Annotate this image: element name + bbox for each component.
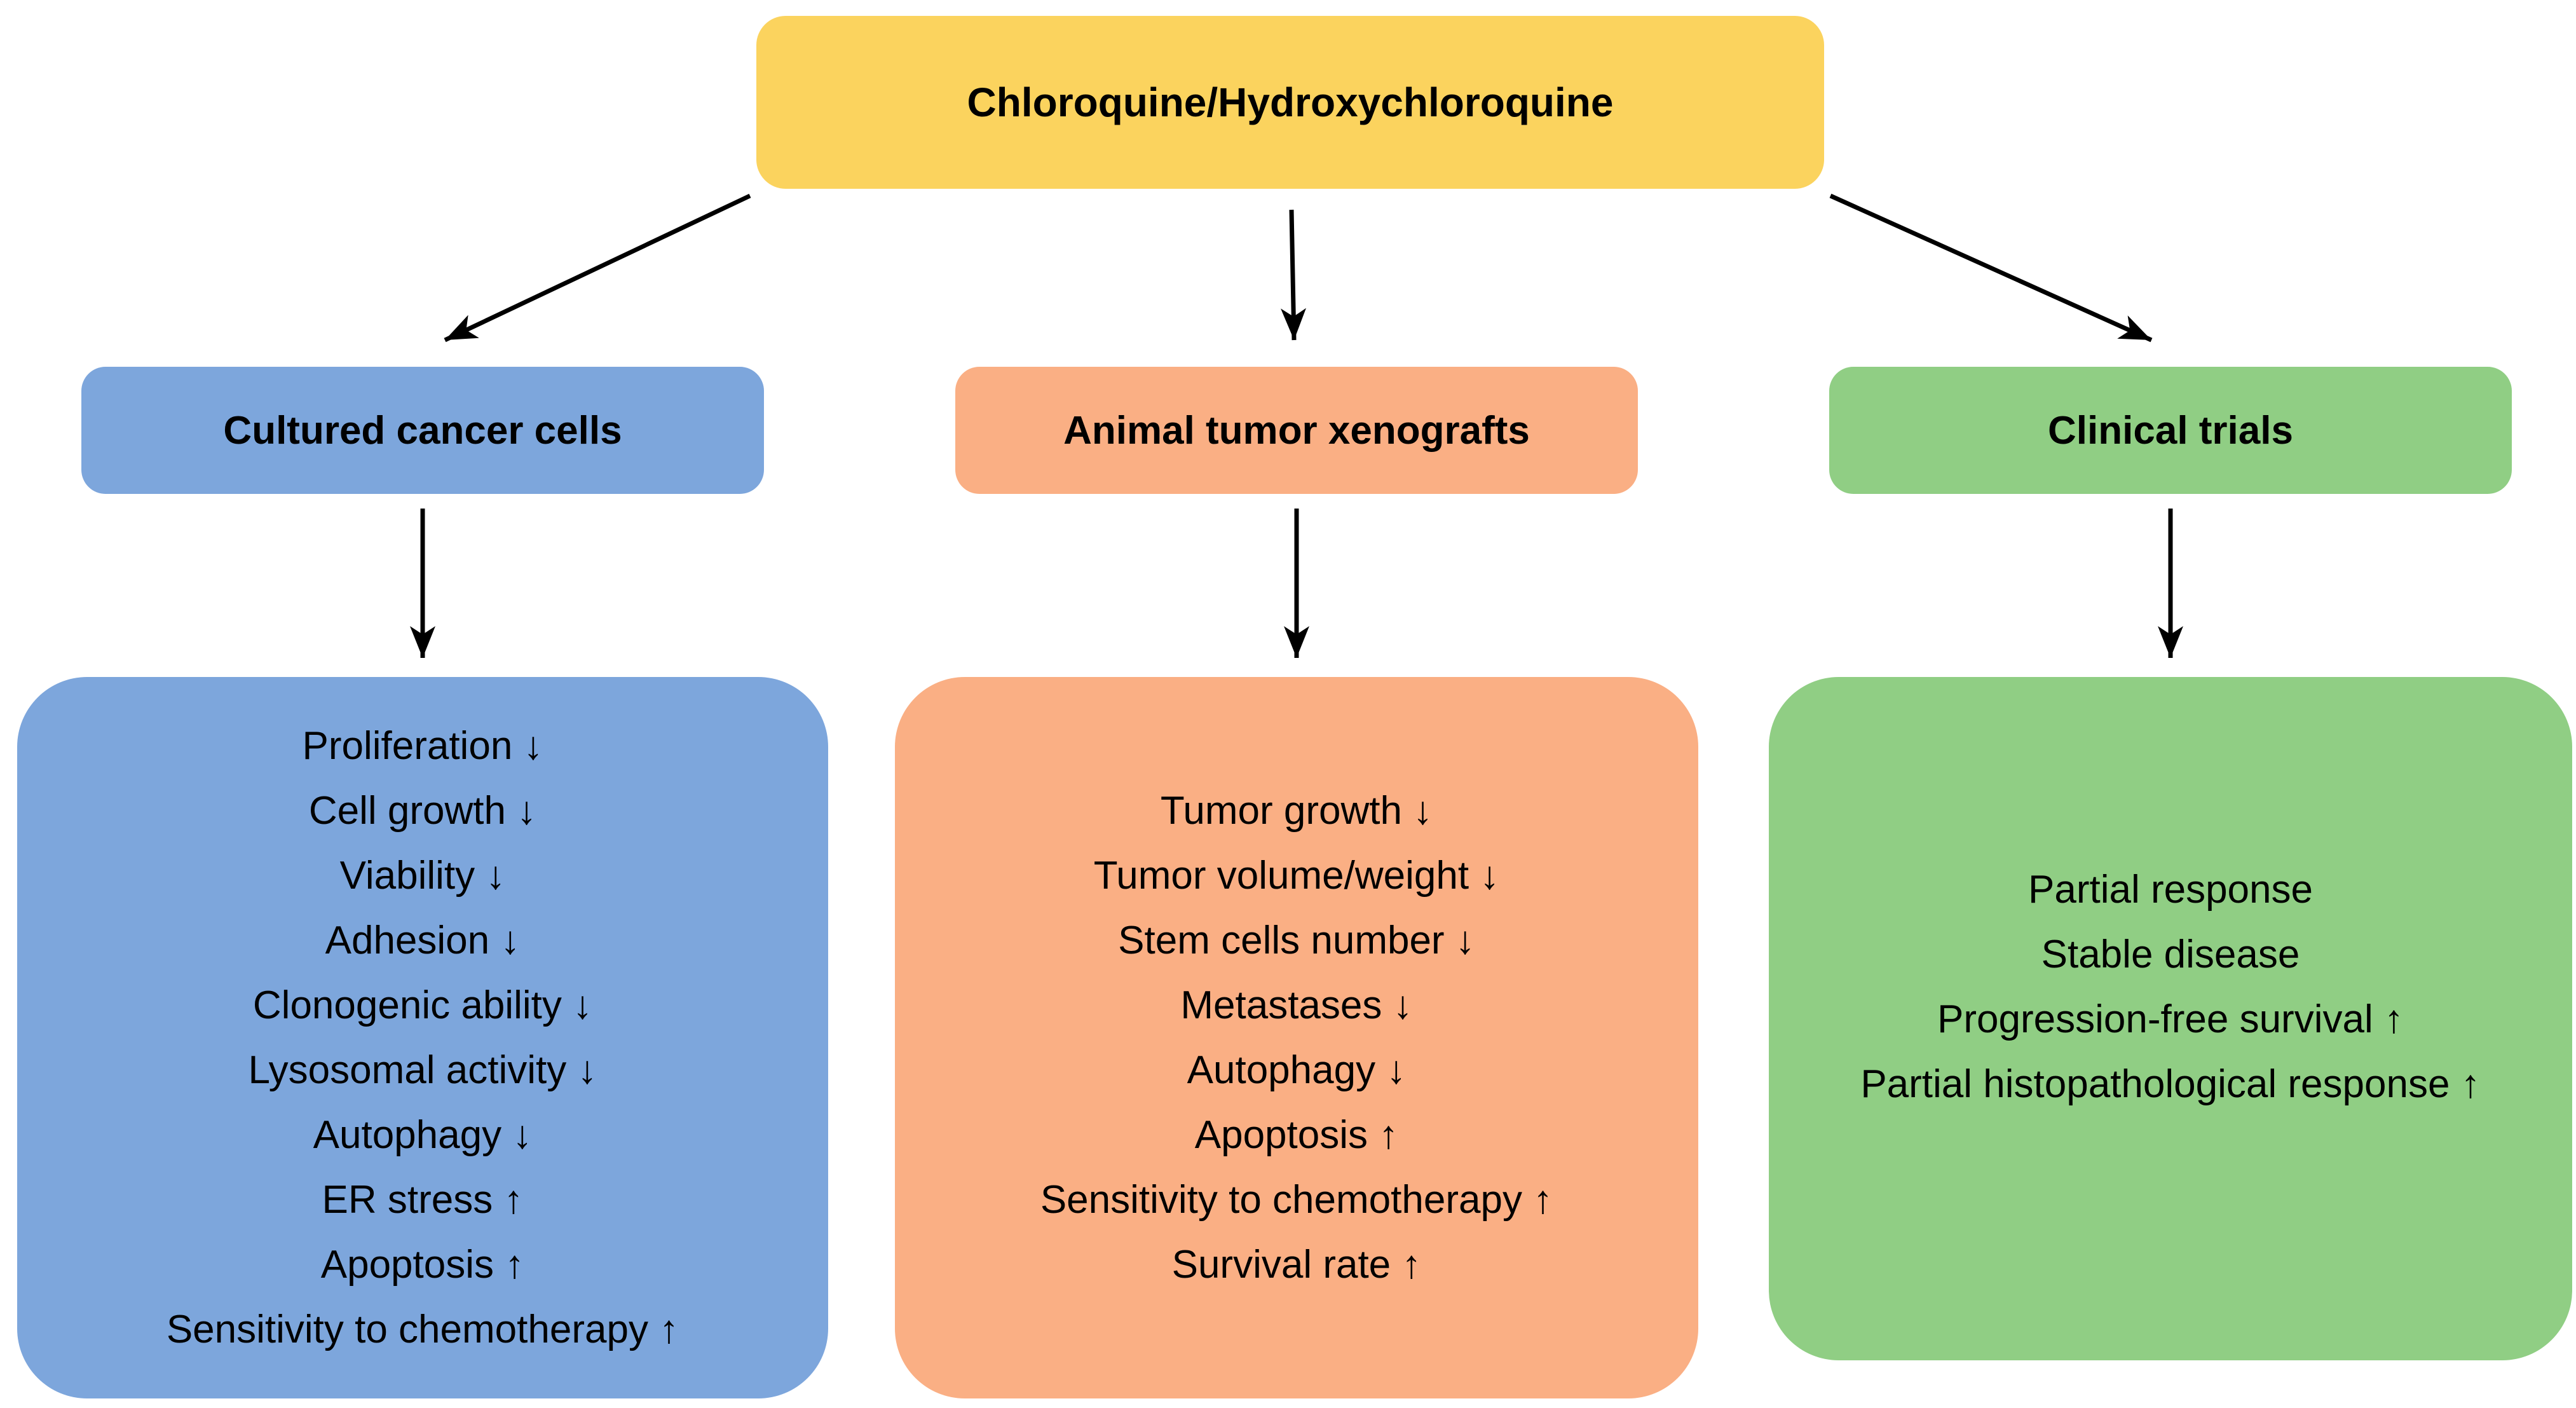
list-item: Proliferation ↓: [302, 723, 543, 768]
branch-header-label: Animal tumor xenografts: [1063, 408, 1530, 453]
list-item: Viability ↓: [339, 853, 506, 898]
effects-list: Proliferation ↓ Cell growth ↓ Viability ↓ A…: [17, 677, 828, 1398]
root-box: Chloroquine/Hydroxychloroquine: [756, 16, 1824, 189]
list-item: Sensitivity to chemotherapy ↑: [166, 1307, 679, 1351]
effects-box-animal-tumor-xenografts: Tumor growth ↓ Tumor volume/weight ↓ Stem …: [895, 677, 1698, 1398]
list-item: Autophagy ↓: [1187, 1048, 1407, 1092]
branch-header-animal-tumor-xenografts: Animal tumor xenografts: [955, 367, 1638, 494]
list-item: Survival rate ↑: [1171, 1242, 1422, 1287]
list-item: Tumor volume/weight ↓: [1093, 853, 1500, 898]
list-item: Metastases ↓: [1180, 983, 1413, 1027]
list-item: Autophagy ↓: [313, 1112, 533, 1157]
list-item: Progression-free survival ↑: [1937, 997, 2404, 1041]
list-item: Stem cells number ↓: [1118, 918, 1475, 962]
list-item: Partial response: [2027, 867, 2314, 912]
list-item: Partial histopathological response ↑: [1860, 1062, 2481, 1106]
branch-header-label: Clinical trials: [2048, 408, 2293, 453]
arrow-root-to-cultured: [444, 193, 751, 343]
list-item: Clonogenic ability ↓: [252, 983, 593, 1027]
list-item: Lysosomal activity ↓: [248, 1048, 597, 1092]
list-item: Cell growth ↓: [308, 788, 537, 833]
list-item: Apoptosis ↑: [320, 1242, 525, 1287]
list-item: Tumor growth ↓: [1160, 788, 1433, 833]
list-item: Adhesion ↓: [325, 918, 521, 962]
root-label: Chloroquine/Hydroxychloroquine: [967, 79, 1614, 125]
branch-header-label: Cultured cancer cells: [223, 408, 622, 453]
effects-list: Tumor growth ↓ Tumor volume/weight ↓ Stem …: [895, 677, 1698, 1398]
arrow-root-to-xenografts: [1281, 209, 1307, 341]
list-item: ER stress ↑: [322, 1177, 524, 1222]
arrow-root-to-clinical: [1829, 193, 2153, 343]
effects-box-cultured-cancer-cells: Proliferation ↓ Cell growth ↓ Viability ↓ A…: [17, 677, 828, 1398]
list-item: Sensitivity to chemotherapy ↑: [1040, 1177, 1553, 1222]
branch-header-clinical-trials: Clinical trials: [1829, 367, 2512, 494]
branch-header-cultured-cancer-cells: Cultured cancer cells: [81, 367, 764, 494]
list-item: Stable disease: [2041, 932, 2300, 976]
list-item: Apoptosis ↑: [1194, 1112, 1399, 1157]
